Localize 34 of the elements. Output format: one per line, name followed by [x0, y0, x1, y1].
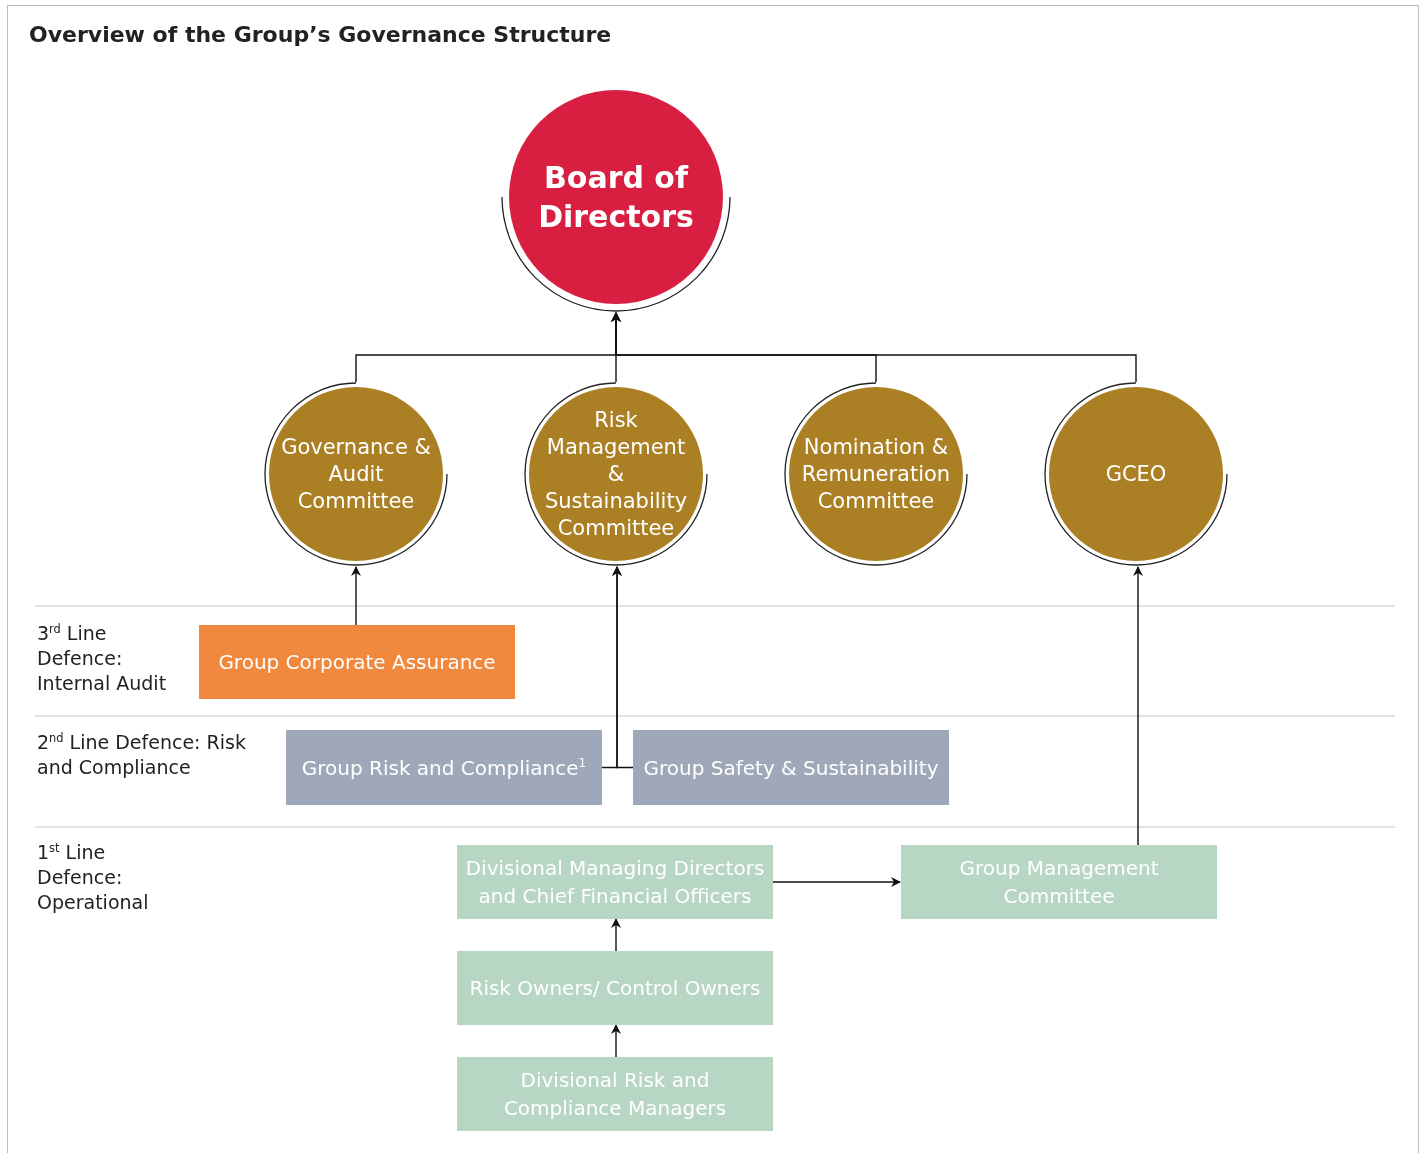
arrow	[611, 312, 1137, 383]
box-label: Group Risk and Compliance$^{1}$	[301, 754, 587, 782]
box-label: Divisional Managing Directors and Chief Financial Officers	[465, 855, 765, 910]
circle-label: Nomination & Remuneration Committee	[800, 433, 952, 515]
box-label: Divisional Risk and Compliance Managers	[502, 1067, 728, 1122]
row-label: 3$^{rd}$ Line Defence: Internal Audit	[37, 621, 168, 696]
circle-label: Board of Directors	[537, 159, 695, 236]
row-label: 1$^{st}$ Line Defence: Operational	[37, 840, 150, 915]
committee-circle	[784, 382, 968, 566]
process-box	[633, 730, 949, 805]
process-box	[199, 625, 515, 699]
process-box	[457, 1057, 773, 1131]
box-label: Group Safety & Sustainability	[643, 754, 939, 782]
arrow	[772, 877, 901, 887]
row-label: 2$^{nd}$ Line Defence: Risk and Compliance	[37, 730, 247, 780]
arrow	[612, 566, 634, 769]
process-box	[286, 730, 602, 805]
arrow	[611, 918, 621, 952]
committee-circle	[264, 382, 448, 566]
process-box	[457, 845, 773, 919]
arrow	[351, 566, 361, 626]
diagram-title: Overview of the Group’s Governance Structure	[29, 22, 612, 47]
circle-label: Risk Management & Sustainability Committee	[543, 406, 689, 542]
process-box	[457, 951, 773, 1025]
arrow	[611, 1024, 621, 1058]
committee-circle	[524, 382, 708, 566]
arrow	[1133, 566, 1143, 846]
box-label: Group Corporate Assurance	[218, 649, 496, 676]
process-box	[901, 845, 1217, 919]
committee-circle	[1044, 382, 1228, 566]
box-label: Group Management Committee	[958, 855, 1160, 910]
box-label: Risk Owners/ Control Owners	[469, 975, 761, 1002]
circle-label: Governance & Audit Committee	[280, 433, 432, 515]
circle-label: GCEO	[1105, 460, 1167, 488]
